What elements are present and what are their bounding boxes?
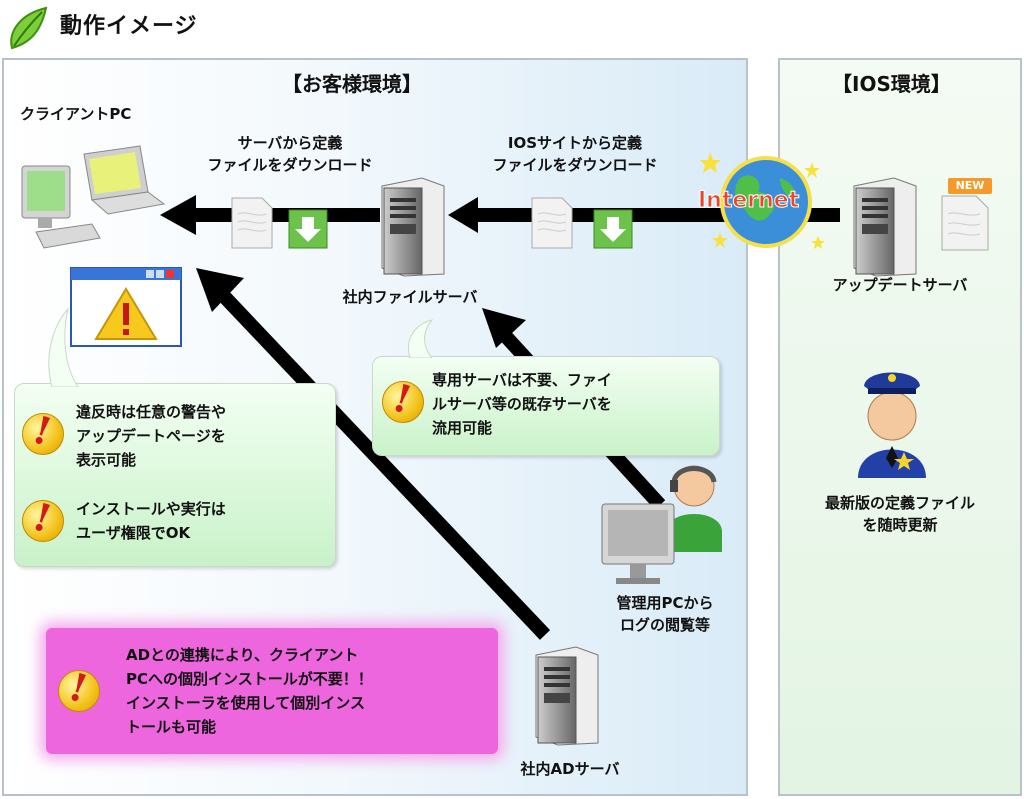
note-fileserver-bubble xyxy=(372,356,720,456)
document-icon xyxy=(230,196,274,250)
note-line: ADとの連携により、クライアント xyxy=(126,646,359,664)
admin-pc-label: 管理用PCから ログの閲覧等 xyxy=(590,592,740,636)
update-desc-line2: を随時更新 xyxy=(862,516,938,534)
warning-window-icon xyxy=(70,267,182,347)
bubble-tail xyxy=(48,307,79,387)
admin-pc-label-line2: ログの閲覧等 xyxy=(619,616,710,634)
ad-server-icon xyxy=(532,645,602,747)
download-icon xyxy=(593,209,633,249)
update-desc-line1: 最新版の定義ファイル xyxy=(824,494,975,512)
note-line: ユーザ権限でOK xyxy=(76,524,191,542)
exclamation-icon xyxy=(382,381,424,423)
guard-icon xyxy=(852,356,932,478)
server-download-label: サーバから定義 ファイルをダウンロード xyxy=(170,132,410,176)
note-line: アップデートページを xyxy=(76,427,226,445)
file-server-icon xyxy=(378,176,448,278)
ios-download-label-line1: IOSサイトから定義 xyxy=(507,134,643,152)
new-badge: NEW xyxy=(955,179,985,192)
ios-download-label-line2: ファイルをダウンロード xyxy=(492,156,658,174)
note-line: PCへの個別インストールが不要！！ xyxy=(126,670,373,688)
exclamation-icon xyxy=(58,670,100,712)
note-line: ルサーバ等の既存サーバを xyxy=(432,395,612,413)
internet-globe-icon xyxy=(700,148,830,254)
new-document-icon xyxy=(934,176,994,252)
document-icon xyxy=(530,196,574,250)
ios-download-label: IOSサイトから定義 ファイルをダウンロード xyxy=(445,132,705,176)
note-line: 表示可能 xyxy=(76,451,137,469)
note-line: インストーラを使用して個別インス xyxy=(126,694,365,712)
client-pc-icon xyxy=(18,140,168,265)
note-client-bubble xyxy=(14,383,336,567)
client-pc-label: クライアントPC xyxy=(20,105,132,123)
server-download-label-line1: サーバから定義 xyxy=(237,134,343,152)
page-title: 動作イメージ xyxy=(60,14,198,39)
exclamation-icon xyxy=(22,413,64,455)
note-ad-bubble xyxy=(46,628,498,754)
note-fileserver-text: 専用サーバは不要、ファイ ルサーバ等の既存サーバを 流用可能 xyxy=(432,368,612,440)
update-desc: 最新版の定義ファイル を随時更新 xyxy=(790,492,1010,536)
note-line: 専用サーバは不要、ファイ xyxy=(432,371,612,389)
arrow-adserver-to-client xyxy=(196,268,551,640)
note-ad-text: ADとの連携により、クライアント PCへの個別インストールが不要！！ インストー… xyxy=(126,643,373,739)
exclamation-icon xyxy=(22,500,64,542)
customer-env-title: 【お客様環境】 xyxy=(282,72,422,96)
download-icon xyxy=(288,209,328,249)
leaf-icon xyxy=(6,4,52,54)
server-download-label-line2: ファイルをダウンロード xyxy=(207,156,373,174)
update-server-label: アップデートサーバ xyxy=(832,276,968,294)
internet-label: Internet xyxy=(697,188,800,214)
note-install-text: インストールや実行は ユーザ権限でOK xyxy=(76,497,226,545)
file-server-label: 社内ファイルサーバ xyxy=(342,288,478,306)
note-line: インストールや実行は xyxy=(76,500,226,518)
ad-server-label: 社内ADサーバ xyxy=(520,760,620,778)
update-server-icon xyxy=(850,176,920,278)
admin-pc-label-line1: 管理用PCから xyxy=(616,594,714,612)
ios-env-title: 【IOS環境】 xyxy=(832,72,951,96)
bubble-tail xyxy=(408,319,434,358)
note-line: 流用可能 xyxy=(432,419,493,437)
note-line: トールも可能 xyxy=(126,718,217,736)
admin-pc-icon xyxy=(596,462,726,588)
note-line: 違反時は任意の警告や xyxy=(76,403,227,421)
note-warning-text: 違反時は任意の警告や アップデートページを 表示可能 xyxy=(76,400,226,472)
